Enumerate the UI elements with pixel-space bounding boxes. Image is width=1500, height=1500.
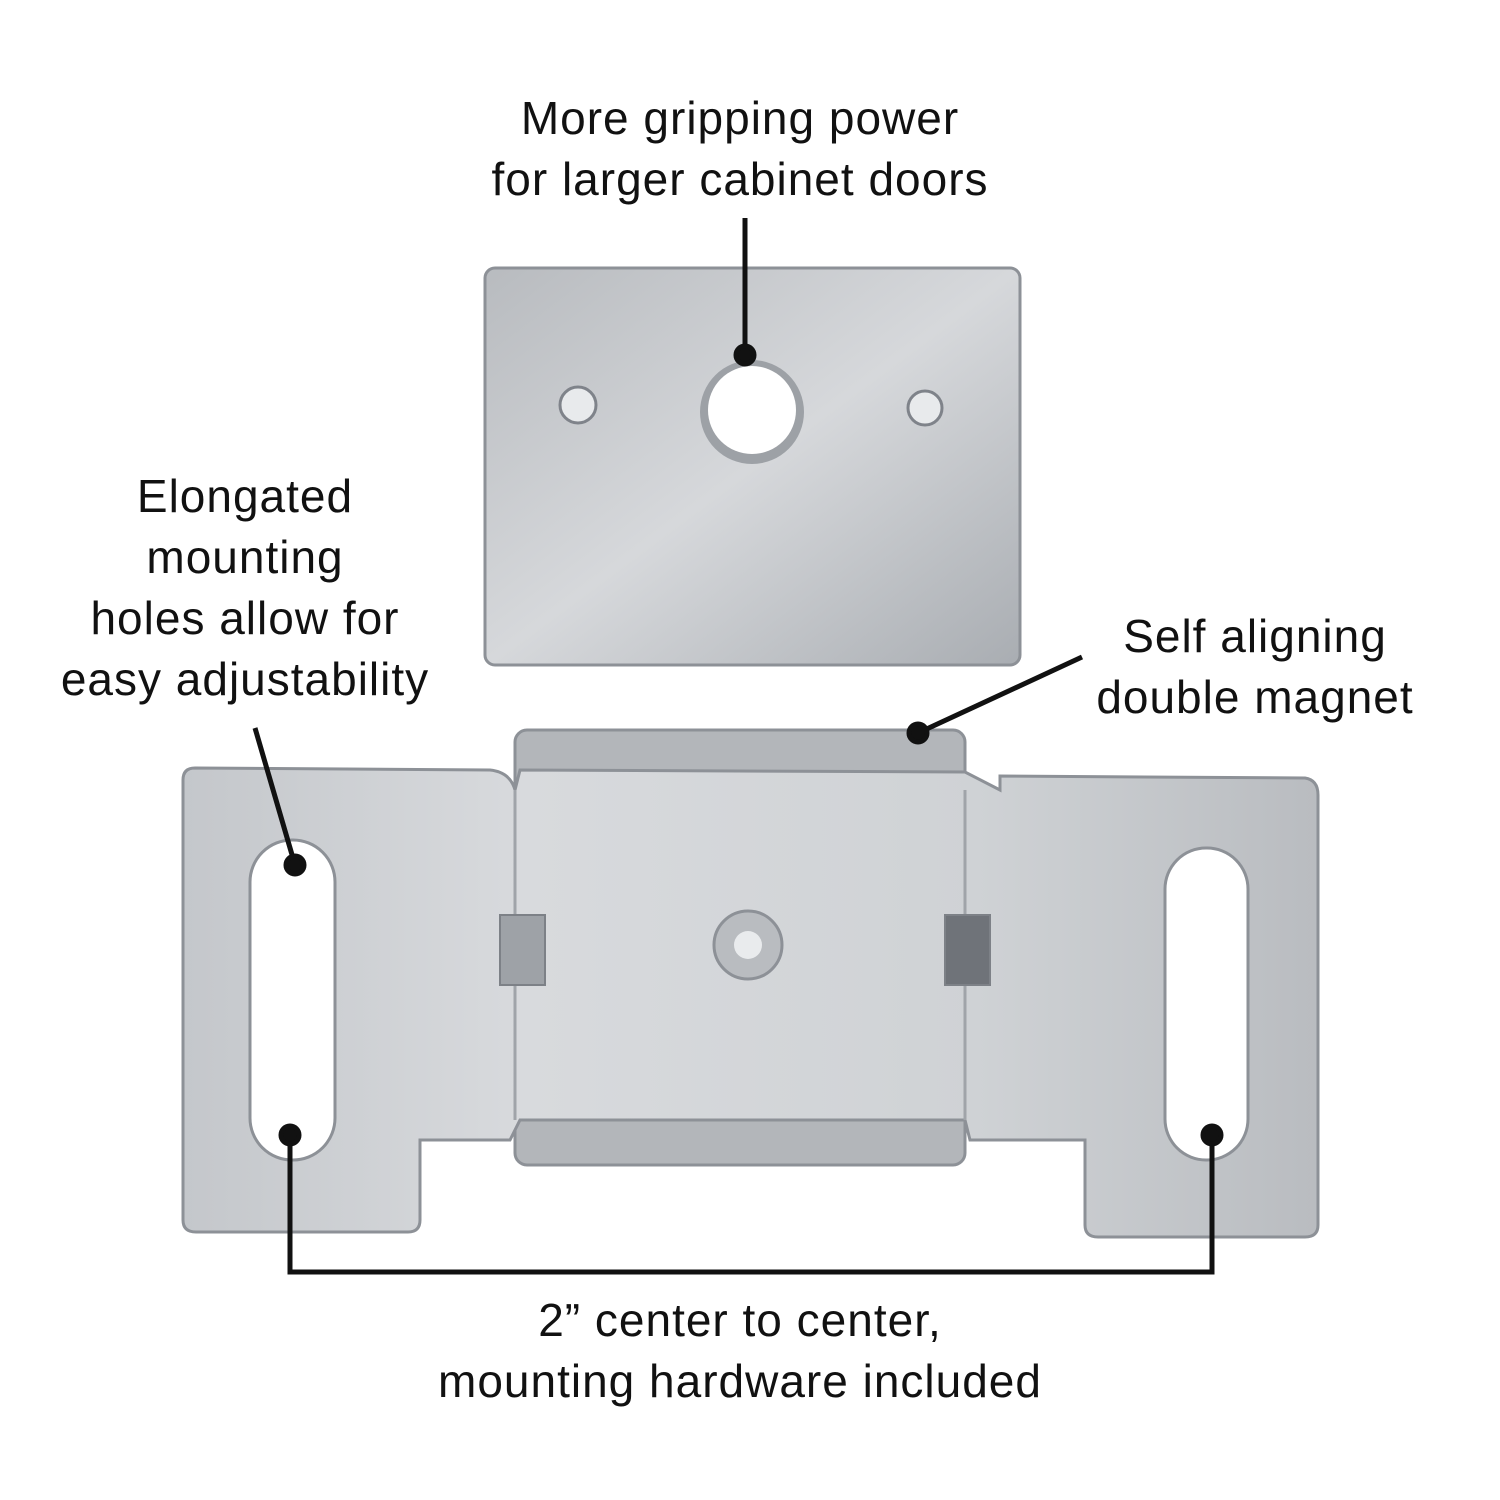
callout-line: Self aligning <box>1123 610 1387 662</box>
callout-line: 2” center to center, <box>538 1294 942 1346</box>
callout-center-to-center: 2” center to center, mounting hardware i… <box>370 1290 1110 1412</box>
callout-line: for larger cabinet doors <box>491 153 989 205</box>
leader-right <box>906 654 1084 745</box>
dimple-right <box>906 389 944 427</box>
callout-line: holes allow for <box>90 592 400 644</box>
left-slot <box>248 838 337 1162</box>
center-hole <box>708 366 796 454</box>
leader-left <box>252 727 307 877</box>
callout-elongated-holes: Elongated mounting holes allow for easy … <box>20 466 470 710</box>
dimple-left <box>558 385 598 425</box>
right-slot <box>1163 846 1250 1162</box>
callout-line: double magnet <box>1096 671 1414 723</box>
callout-line: mounting <box>146 531 344 583</box>
strike-plate <box>483 266 1022 667</box>
callout-line: More gripping power <box>520 92 960 144</box>
magnetic-catch <box>181 728 1320 1239</box>
callout-line: Elongated <box>136 470 354 522</box>
leader-top <box>733 218 757 367</box>
callout-line: mounting hardware included <box>438 1355 1042 1407</box>
callout-double-magnet: Self aligning double magnet <box>1055 606 1455 728</box>
dimension-bracket <box>278 1123 1224 1275</box>
callout-gripping-power: More gripping power for larger cabinet d… <box>440 88 1040 210</box>
callout-line: easy adjustability <box>60 653 430 705</box>
